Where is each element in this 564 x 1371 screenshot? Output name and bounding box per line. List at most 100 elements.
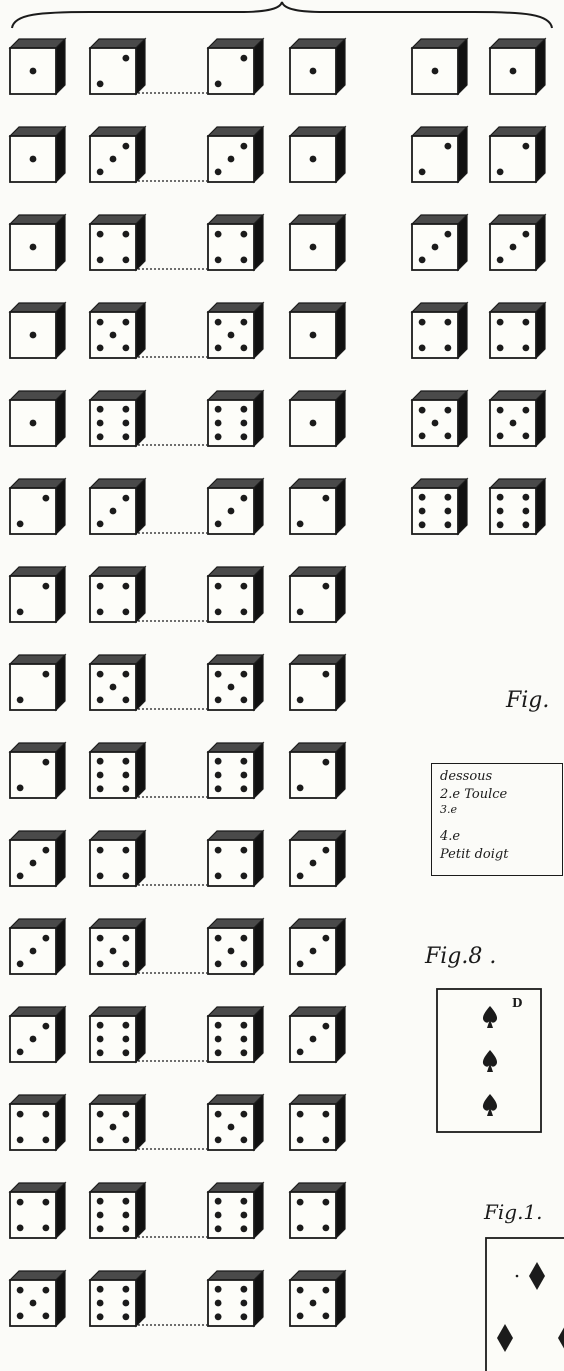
pip [322,1224,329,1231]
pip [122,1111,129,1118]
pip [240,256,247,263]
pip [97,671,104,678]
die-4 [90,831,145,886]
pip [240,696,247,703]
pip [97,1225,104,1232]
pip [215,1022,222,1029]
pip [240,758,247,765]
pip [215,1313,222,1320]
pip [240,433,247,440]
pip [215,696,222,703]
pip [215,1036,222,1043]
pip [215,1136,222,1143]
pip [30,948,37,955]
pip [444,432,451,439]
pip [497,168,504,175]
pip [497,432,504,439]
die-6 [208,743,263,798]
pip [310,1300,317,1307]
pip [497,494,504,501]
pip [310,1036,317,1043]
die-6 [490,479,545,534]
pip [322,1199,329,1206]
pip [510,68,517,75]
pip [97,583,104,590]
pip [522,407,529,414]
pip [310,860,317,867]
pip [42,847,49,854]
pip [97,1111,104,1118]
pip [97,772,104,779]
die-4 [208,831,263,886]
die-6 [90,1183,145,1238]
pip [215,80,222,87]
pip [322,495,329,502]
pip [215,772,222,779]
die-3 [208,479,263,534]
pip [30,156,37,163]
card-letter: D [512,997,522,1009]
card-fig-bottom [486,1238,564,1371]
pip [215,1212,222,1219]
pip [240,935,247,942]
pip [297,1048,304,1055]
pip [97,872,104,879]
legend-line: dessous [440,770,492,783]
pip [122,406,129,413]
pip [510,420,517,427]
pip [240,1049,247,1056]
pip [42,671,49,678]
pip [215,847,222,854]
pip [17,520,24,527]
die-4 [412,303,467,358]
die-2 [412,127,467,182]
pip [42,1199,49,1206]
pip [215,608,222,615]
pip [42,935,49,942]
die-6 [208,391,263,446]
die-4 [490,303,545,358]
pip [42,759,49,766]
die-2 [10,655,65,710]
pip [42,1111,49,1118]
pip [42,1312,49,1319]
pip [522,508,529,515]
pip [30,68,37,75]
pip [122,55,129,62]
pip [97,1049,104,1056]
pip [215,420,222,427]
pip [240,420,247,427]
pip [30,860,37,867]
die-5 [90,1095,145,1150]
pip [17,1199,24,1206]
pip [228,948,235,955]
pip [122,1286,129,1293]
pip [122,696,129,703]
die-2 [290,567,345,622]
pip [240,785,247,792]
pip [228,684,235,691]
pip [322,847,329,854]
pip [228,332,235,339]
pip [310,156,317,163]
die-1 [10,127,65,182]
pip [522,494,529,501]
pip [444,344,451,351]
die-3 [10,1007,65,1062]
pip [240,671,247,678]
pip [297,1312,304,1319]
pip [122,231,129,238]
die-6 [90,1007,145,1062]
die-3 [208,127,263,182]
die-6 [90,1271,145,1326]
legend-line: 4.e [440,830,460,843]
pip [297,1287,304,1294]
die-5 [90,655,145,710]
pip [240,960,247,967]
pip [240,1111,247,1118]
pip [419,407,426,414]
pip [17,696,24,703]
pip [122,758,129,765]
pip [97,433,104,440]
pip [497,521,504,528]
